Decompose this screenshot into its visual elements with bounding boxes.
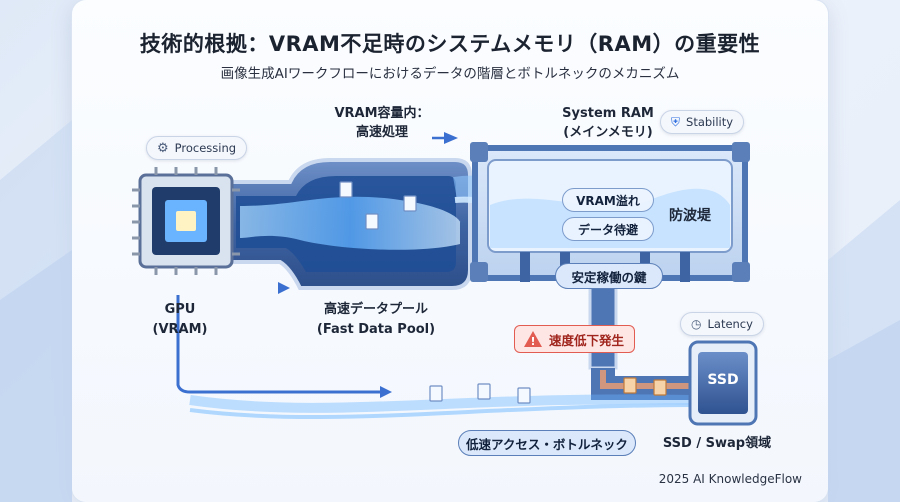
- gpu-label: GPU (VRAM): [150, 300, 210, 340]
- vram-flow-label: VRAM容量内： 高速処理: [322, 104, 442, 142]
- stability-chip: ⛨ Stability: [660, 110, 745, 134]
- fast-data-pool-label: 高速データプール (Fast Data Pool): [296, 300, 456, 340]
- latency-chip: ◷ Latency: [680, 312, 764, 336]
- stable-operation-key-text: 安定稼働の鍵: [571, 269, 647, 285]
- system-ram-line1: System RAM: [562, 106, 654, 121]
- footer-credit: 2025 AI KnowledgeFlow: [658, 472, 802, 486]
- page-subtitle: 画像生成AIワークフローにおけるデータの階層とボトルネックのメカニズム: [220, 66, 680, 82]
- vram-overflow-text: VRAM溢れ: [576, 193, 640, 208]
- clock-icon: ◷: [691, 317, 702, 331]
- processing-chip-label: Processing: [174, 141, 237, 155]
- data-evacuation-text: データ待避: [577, 222, 638, 237]
- slow-access-bottleneck-pill: 低速アクセス・ボトルネック: [458, 430, 636, 456]
- shield-icon: ⛨: [671, 114, 681, 129]
- stable-operation-key-pill: 安定稼働の鍵: [555, 263, 663, 289]
- gear-icon: ⚙: [157, 140, 169, 156]
- fast-data-pool-line2: (Fast Data Pool): [316, 322, 436, 337]
- slowdown-warning-text: 速度低下発生: [549, 332, 625, 348]
- slow-access-bottleneck-text: 低速アクセス・ボトルネック: [466, 436, 628, 452]
- warning-icon-mark: !: [530, 335, 535, 348]
- system-ram-line2: (メインメモリ): [563, 125, 653, 140]
- stability-chip-label: Stability: [686, 115, 734, 129]
- ssd-swap-caption: SSD / Swap領域: [662, 436, 772, 451]
- vram-flow-line2: 高速処理: [355, 125, 408, 140]
- processing-chip: ⚙ Processing: [146, 136, 248, 160]
- data-evacuation-pill: データ待避: [562, 217, 654, 241]
- vram-overflow-pill: VRAM溢れ: [562, 188, 654, 212]
- fast-data-pool-line1: 高速データプール: [323, 302, 428, 317]
- system-ram-label: System RAM (メインメモリ): [548, 104, 668, 142]
- vram-flow-line1: VRAM容量内：: [334, 106, 430, 121]
- latency-chip-label: Latency: [707, 317, 753, 331]
- gpu-label-line1: GPU: [164, 302, 196, 317]
- slowdown-warning: ! 速度低下発生: [514, 325, 636, 353]
- breakwater-label: 防波堤: [669, 208, 711, 224]
- page-title: 技術的根拠：VRAM不足時のシステムメモリ（RAM）の重要性: [139, 32, 761, 56]
- warning-icon: !: [524, 331, 542, 348]
- gpu-label-line2: (VRAM): [152, 322, 208, 337]
- ssd-device-label: SSD: [707, 372, 739, 388]
